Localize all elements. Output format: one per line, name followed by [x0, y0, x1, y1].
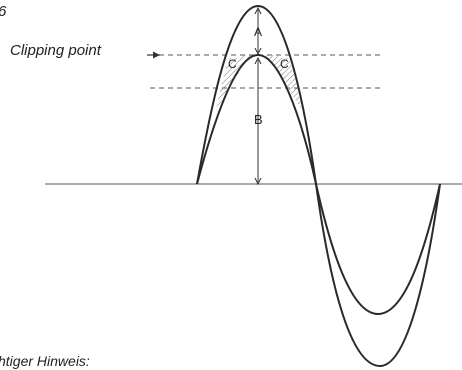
arrow-a-bottom [254, 47, 262, 56]
figure-number: 6 [0, 3, 7, 20]
label-c-left: C [228, 57, 237, 71]
arrow-b-top [254, 56, 262, 65]
label-b: B [254, 112, 263, 127]
shaded-region-c-right [260, 54, 302, 110]
label-c-right: C [280, 57, 289, 71]
label-a: A [254, 25, 262, 39]
arrow-b-bottom [254, 177, 262, 186]
inner-waveform [196, 53, 441, 316]
arrow-a-top [254, 6, 262, 15]
shaded-region-c [216, 54, 258, 110]
clipping-point-label: Clipping point [10, 42, 102, 59]
footer-note-fragment: htiger Hinweis: [0, 353, 90, 369]
